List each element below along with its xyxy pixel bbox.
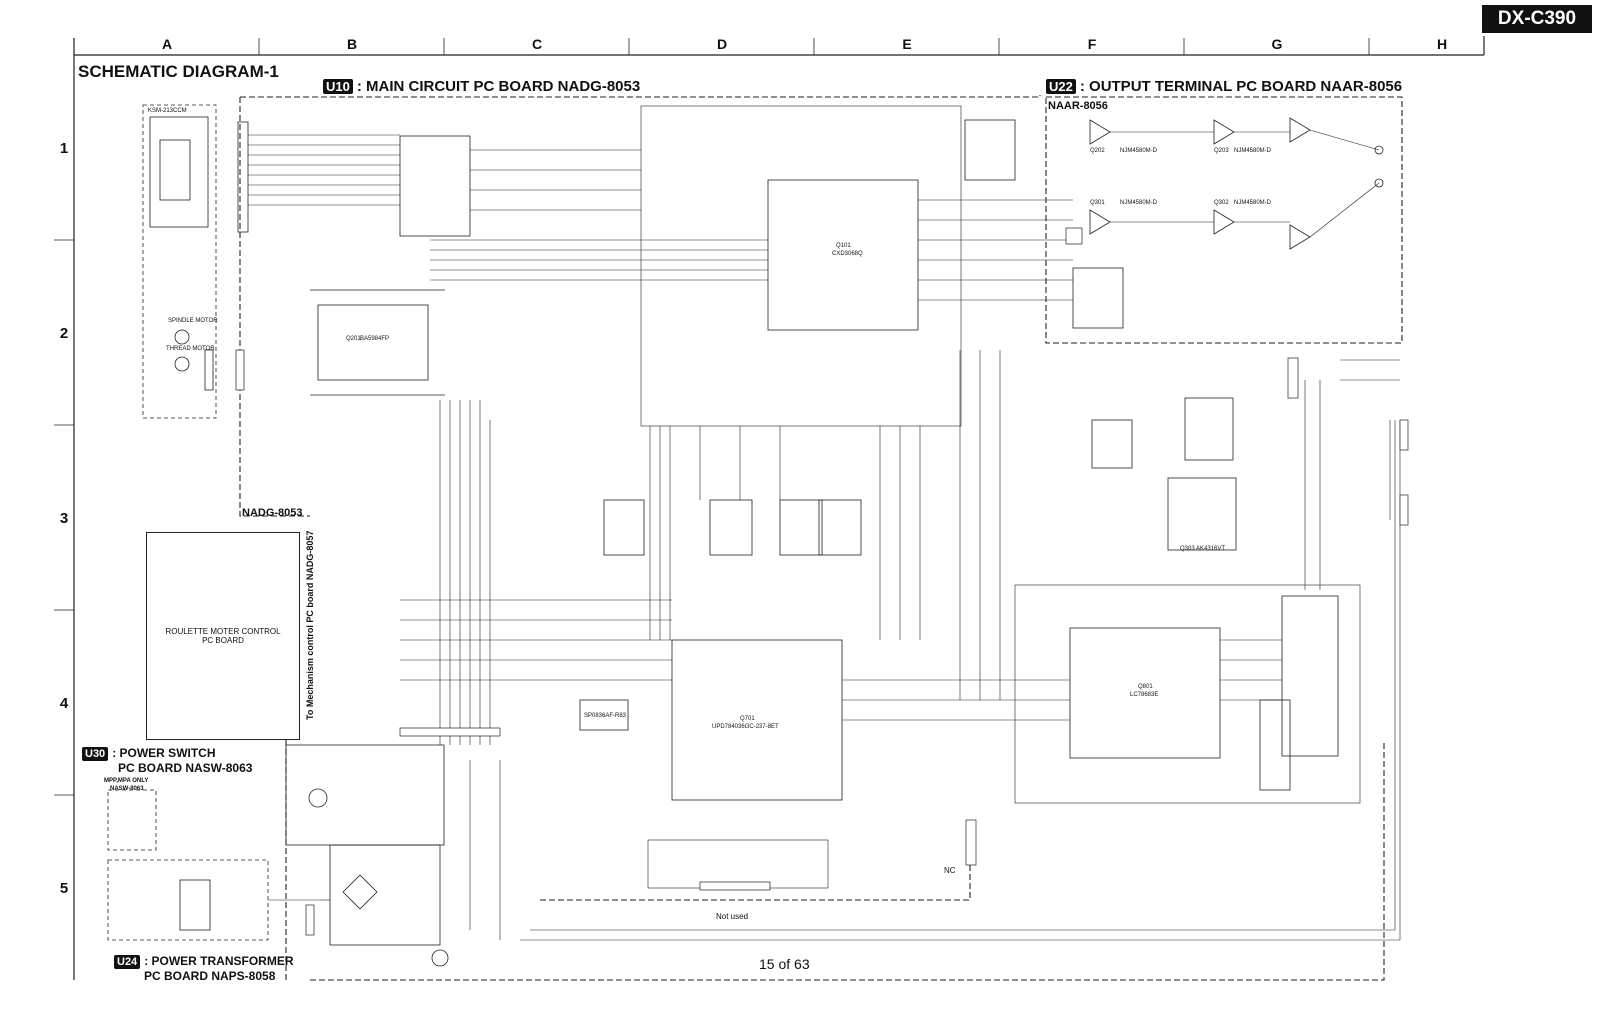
q203-label: Q203 bbox=[1214, 148, 1229, 154]
q101-label: Q101 bbox=[836, 243, 851, 249]
row-label-1: 1 bbox=[59, 140, 69, 157]
roulette-line2: PC BOARD bbox=[202, 636, 244, 645]
column-label-c: C bbox=[531, 36, 543, 52]
signal-wiring bbox=[248, 129, 1401, 941]
q101-part: CXD3068Q bbox=[832, 251, 863, 257]
q701-mcu-chip bbox=[579, 639, 843, 889]
power-switch-line2: PC BOARD NASW-8063 bbox=[118, 761, 253, 775]
q301-part: NJM4580M-D bbox=[1120, 200, 1158, 206]
column-label-b: B bbox=[346, 36, 358, 52]
q303-part: AK4316VT bbox=[1196, 546, 1226, 552]
q303-label: Q303 bbox=[1180, 546, 1195, 552]
roulette-line1: ROULETTE MOTER CONTROL bbox=[165, 627, 281, 636]
column-label-d: D bbox=[716, 36, 728, 52]
row-label-5: 5 bbox=[59, 880, 69, 897]
q702-part: SP0836AF-R83 bbox=[584, 713, 627, 719]
q201-label: Q201 bbox=[346, 336, 361, 342]
q701-label: Q701 bbox=[740, 716, 755, 722]
column-label-f: F bbox=[1087, 36, 1097, 52]
q801-part: LC78683E bbox=[1130, 692, 1159, 698]
power-section bbox=[107, 744, 449, 967]
power-switch-note: MPP,MPA ONLY bbox=[104, 778, 149, 784]
thread-motor-label: THREAD MOTOR bbox=[166, 346, 215, 352]
power-switch-line1: : POWER SWITCH bbox=[112, 746, 216, 760]
q202-label: Q202 bbox=[1090, 148, 1105, 154]
power-switch-code: NASW-8063 bbox=[110, 786, 144, 792]
column-label-e: E bbox=[902, 36, 912, 52]
power-transformer-tag: U24 bbox=[114, 955, 141, 969]
grid-frame bbox=[54, 36, 1485, 980]
q101-dsp-chip bbox=[640, 105, 962, 427]
row-label-2: 2 bbox=[59, 325, 69, 342]
output-board-tag: U22 bbox=[1046, 79, 1076, 94]
main-board-title: U10: MAIN CIRCUIT PC BOARD NADG-8053 bbox=[323, 78, 640, 95]
q201-driver-chip bbox=[310, 135, 471, 396]
pickup-block bbox=[142, 104, 249, 419]
diagram-title: SCHEMATIC DIAGRAM-1 bbox=[78, 62, 279, 81]
q302-label: Q302 bbox=[1214, 200, 1229, 206]
power-transformer-line2: PC BOARD NAPS-8058 bbox=[144, 969, 276, 983]
row-label-4: 4 bbox=[59, 695, 69, 712]
roulette-control-box: ROULETTE MOTER CONTROL PC BOARD bbox=[146, 532, 300, 740]
column-label-h: H bbox=[1436, 36, 1448, 52]
power-transformer-title: U24: POWER TRANSFORMER PC BOARD NAPS-805… bbox=[114, 954, 294, 983]
q203-part: NJM4580M-D bbox=[1234, 148, 1272, 154]
output-board-title: U22: OUTPUT TERMINAL PC BOARD NAAR-8056 bbox=[1046, 78, 1402, 95]
row-label-3: 3 bbox=[59, 510, 69, 527]
logic-ic-row bbox=[603, 397, 1237, 556]
power-switch-tag: U30 bbox=[82, 747, 109, 761]
pickup-label: KSM-213CCM bbox=[148, 108, 187, 114]
mechanism-note: To Mechanism control PC board NADG-8057 bbox=[305, 530, 315, 720]
q301-label: Q301 bbox=[1090, 200, 1105, 206]
column-label-a: A bbox=[161, 36, 173, 52]
power-transformer-line1: : POWER TRANSFORMER bbox=[144, 954, 294, 968]
q202-part: NJM4580M-D bbox=[1120, 148, 1158, 154]
model-badge: DX-C390 bbox=[1482, 5, 1592, 33]
q302-part: NJM4580M-D bbox=[1234, 200, 1272, 206]
q801-label: Q801 bbox=[1138, 684, 1153, 690]
output-board-code: NAAR-8056 bbox=[1048, 100, 1108, 112]
output-board-label: : OUTPUT TERMINAL PC BOARD NAAR-8056 bbox=[1079, 78, 1403, 95]
spindle-motor-label: SPINDLE MOTOR bbox=[168, 318, 218, 324]
nc-label: NC bbox=[944, 866, 956, 875]
q201-part: BA5984FP bbox=[360, 336, 390, 342]
not-used-label: Not used bbox=[716, 912, 749, 921]
output-opamps bbox=[964, 117, 1384, 329]
q801-decoder-chip bbox=[1014, 584, 1361, 804]
main-board-label: : MAIN CIRCUIT PC BOARD NADG-8053 bbox=[356, 78, 641, 95]
main-board-tag: U10 bbox=[323, 79, 353, 94]
page-number: 15 of 63 bbox=[759, 956, 810, 972]
column-label-g: G bbox=[1271, 36, 1283, 52]
main-board-code: NADG-8053 bbox=[242, 507, 303, 519]
q701-part: UPD784036GC-237-8ET bbox=[712, 724, 779, 730]
power-switch-title: U30: POWER SWITCH PC BOARD NASW-8063 bbox=[82, 746, 252, 775]
connectors bbox=[235, 227, 1409, 936]
main-board-outline bbox=[239, 95, 1385, 981]
